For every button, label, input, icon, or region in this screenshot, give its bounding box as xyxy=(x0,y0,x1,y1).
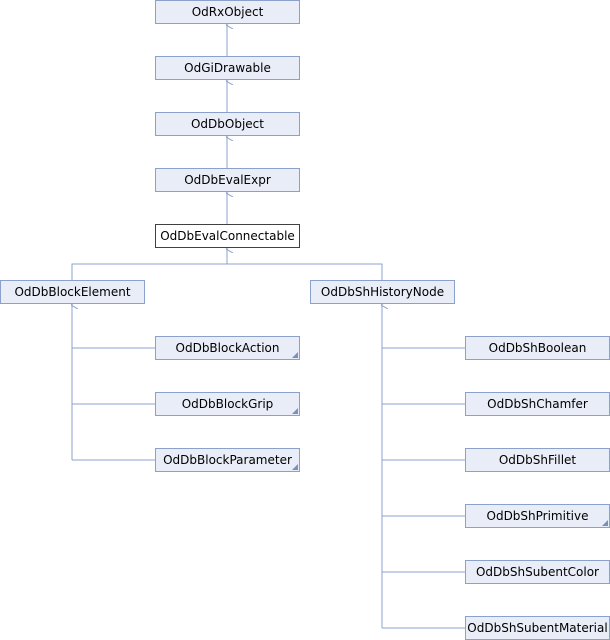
node-label: OdDbEvalExpr xyxy=(184,173,271,187)
node-label: OdDbShSubentColor xyxy=(475,565,599,579)
node-oddbshprimitive[interactable]: OdDbShPrimitive xyxy=(465,504,610,528)
node-oddbobject[interactable]: OdDbObject xyxy=(155,112,300,136)
node-oddbshboolean[interactable]: OdDbShBoolean xyxy=(465,336,610,360)
node-label: OdGiDrawable xyxy=(184,61,271,75)
node-label: OdDbShBoolean xyxy=(488,341,587,355)
node-oddbshchamfer[interactable]: OdDbShChamfer xyxy=(465,392,610,416)
node-oddbblockparameter[interactable]: OdDbBlockParameter xyxy=(155,448,300,472)
edge-blockelement-to-evalconnectable xyxy=(71,263,227,280)
node-label: OdDbBlockParameter xyxy=(163,453,292,467)
node-oddbshsubentcolor[interactable]: OdDbShSubentColor xyxy=(465,560,610,584)
node-label: OdDbBlockGrip xyxy=(181,397,274,411)
has-children-corner-icon xyxy=(602,520,608,526)
node-label: OdDbObject xyxy=(190,117,264,131)
node-label: OdDbShHistoryNode xyxy=(320,285,445,299)
node-oddbshsubentmaterial[interactable]: OdDbShSubentMaterial xyxy=(465,616,610,640)
node-oddbevalexpr[interactable]: OdDbEvalExpr xyxy=(155,168,300,192)
node-label: OdDbBlockAction xyxy=(175,341,280,355)
node-label: OdDbBlockElement xyxy=(14,285,131,299)
node-label: OdRxObject xyxy=(191,5,264,19)
node-oddbblockelement[interactable]: OdDbBlockElement xyxy=(0,280,145,304)
node-oddbevalconnectable-current: OdDbEvalConnectable xyxy=(155,224,300,248)
has-children-corner-icon xyxy=(292,464,298,470)
has-children-corner-icon xyxy=(292,408,298,414)
node-oddbblockgrip[interactable]: OdDbBlockGrip xyxy=(155,392,300,416)
has-children-corner-icon xyxy=(292,352,298,358)
node-label: OdDbEvalConnectable xyxy=(160,229,295,243)
node-odrxobject[interactable]: OdRxObject xyxy=(155,0,300,24)
node-label: OdDbShFillet xyxy=(498,453,577,467)
edge-historynode-to-evalconnectable xyxy=(227,263,383,280)
node-label: OdDbShPrimitive xyxy=(486,509,589,523)
node-oddbshfillet[interactable]: OdDbShFillet xyxy=(465,448,610,472)
node-odgidrawable[interactable]: OdGiDrawable xyxy=(155,56,300,80)
node-oddbshhistorynode[interactable]: OdDbShHistoryNode xyxy=(310,280,455,304)
node-label: OdDbShChamfer xyxy=(487,397,588,411)
node-label: OdDbShSubentMaterial xyxy=(467,621,608,635)
node-oddbblockaction[interactable]: OdDbBlockAction xyxy=(155,336,300,360)
